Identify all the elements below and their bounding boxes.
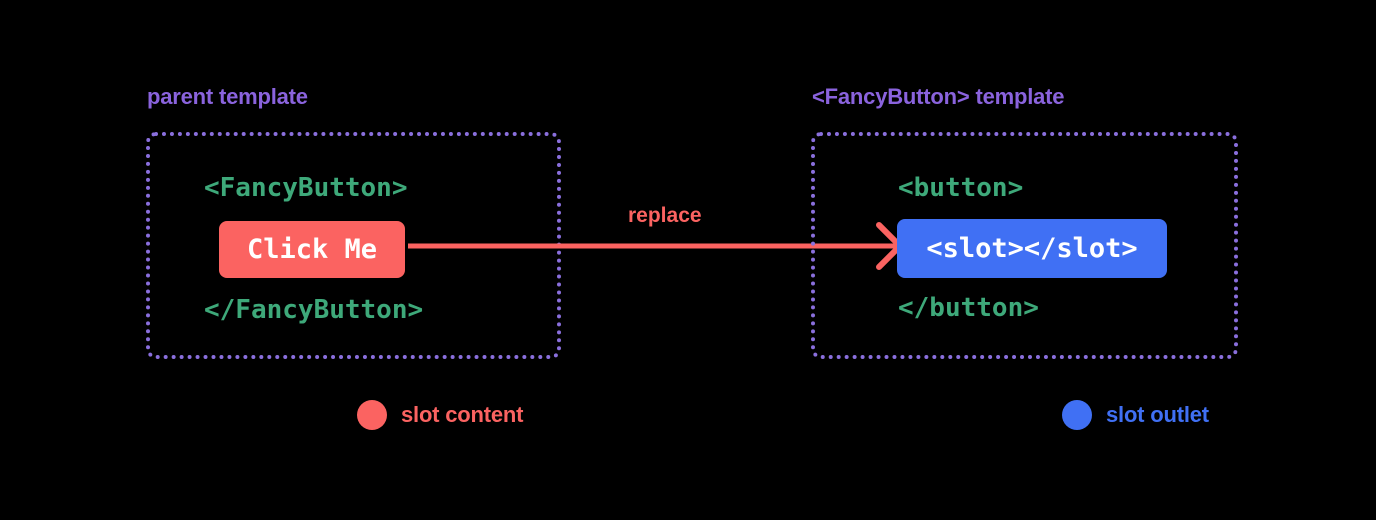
legend-item-slot-content: slot content (357, 400, 523, 430)
legend-item-slot-outlet: slot outlet (1062, 400, 1209, 430)
replace-label: replace (628, 204, 702, 227)
legend-label-slot-outlet: slot outlet (1106, 402, 1209, 427)
slot-outlet-chip[interactable]: <slot></slot> (897, 219, 1167, 278)
parent-template-title: parent template (147, 84, 308, 109)
legend-label-slot-content: slot content (401, 402, 524, 427)
fancybutton-template-box (811, 132, 1238, 359)
slot-content-swatch-icon (357, 400, 387, 430)
parent-open-tag: <FancyButton> (204, 173, 408, 203)
slot-content-chip[interactable]: Click Me (219, 221, 405, 278)
fancybutton-template-title: <FancyButton> template (812, 84, 1065, 109)
parent-close-tag: </FancyButton> (204, 295, 424, 325)
slot-outlet-swatch-icon (1062, 400, 1092, 430)
button-open-tag: <button> (898, 173, 1024, 203)
button-close-tag: </button> (898, 293, 1039, 323)
